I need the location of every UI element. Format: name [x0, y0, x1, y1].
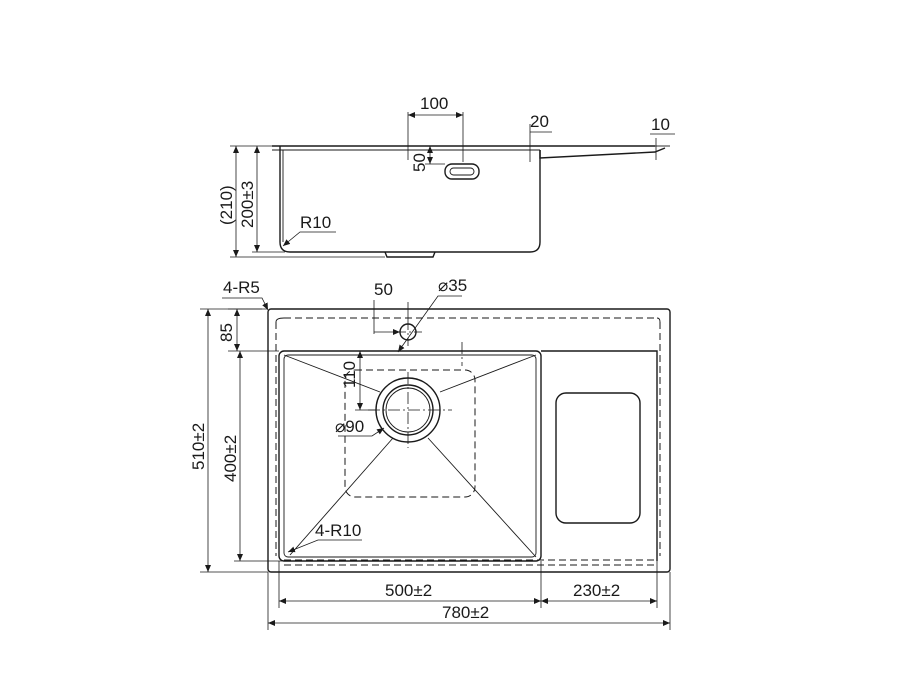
dim-230-label: 230±2 — [573, 581, 620, 600]
dim-400-label: 400±2 — [221, 435, 240, 482]
dim-50v-label: 50 — [410, 153, 429, 172]
tap-hole-leader — [397, 295, 462, 353]
dim-110-label: 110 — [340, 361, 359, 388]
dim-210-label: (210) — [217, 185, 236, 225]
tap-hole-label: ⌀35 — [438, 276, 467, 295]
r10-top-label: 4-R10 — [315, 521, 361, 540]
top-drainboard-pad — [555, 392, 641, 524]
r5-leader — [222, 297, 269, 311]
side-drainboard-profile — [539, 147, 666, 159]
r10-label: R10 — [300, 213, 331, 232]
top-drainboard-outline — [541, 350, 658, 561]
dim-510-label: 510±2 — [189, 423, 208, 470]
bowl-diagonal-tl — [283, 354, 381, 393]
basket-dashed-outline — [344, 369, 476, 498]
top-view: ⌀35 4-R5 50 85 110 ⌀90 4-R10 510±2 — [189, 276, 671, 630]
drain-dia-leader — [338, 427, 385, 437]
dim-780-label: 780±2 — [442, 603, 489, 622]
drain-dia-label: ⌀90 — [335, 417, 364, 436]
side-bowl-outline — [279, 146, 541, 253]
side-view: 100 50 20 10 (210) 200±3 R10 — [217, 94, 675, 258]
bowl-diagonal-tr — [439, 354, 537, 393]
r5-label: 4-R5 — [223, 278, 260, 297]
bowl-diagonal-br — [427, 437, 537, 558]
r10-top-leader — [287, 539, 362, 553]
dim-500-label: 500±2 — [385, 581, 432, 600]
dim-20-label: 20 — [530, 112, 549, 131]
dim-10-label: 10 — [651, 115, 670, 134]
r10-leader — [282, 231, 336, 247]
top-bowl-outer — [278, 350, 542, 562]
dim-50-label: 50 — [374, 280, 393, 299]
side-overflow-slot-inner — [449, 167, 475, 176]
top-bowl-inner — [283, 354, 537, 558]
side-drain-outlet — [384, 251, 436, 258]
top-corner-tl — [275, 317, 285, 323]
bowl-diagonal-bl — [289, 437, 394, 556]
top-corner-tr — [656, 317, 661, 323]
dim-100-label: 100 — [420, 94, 448, 113]
dim-85-label: 85 — [217, 323, 236, 342]
dim-200-label: 200±3 — [238, 181, 257, 228]
side-overflow-slot — [444, 163, 480, 180]
top-outer-outline — [267, 308, 671, 573]
